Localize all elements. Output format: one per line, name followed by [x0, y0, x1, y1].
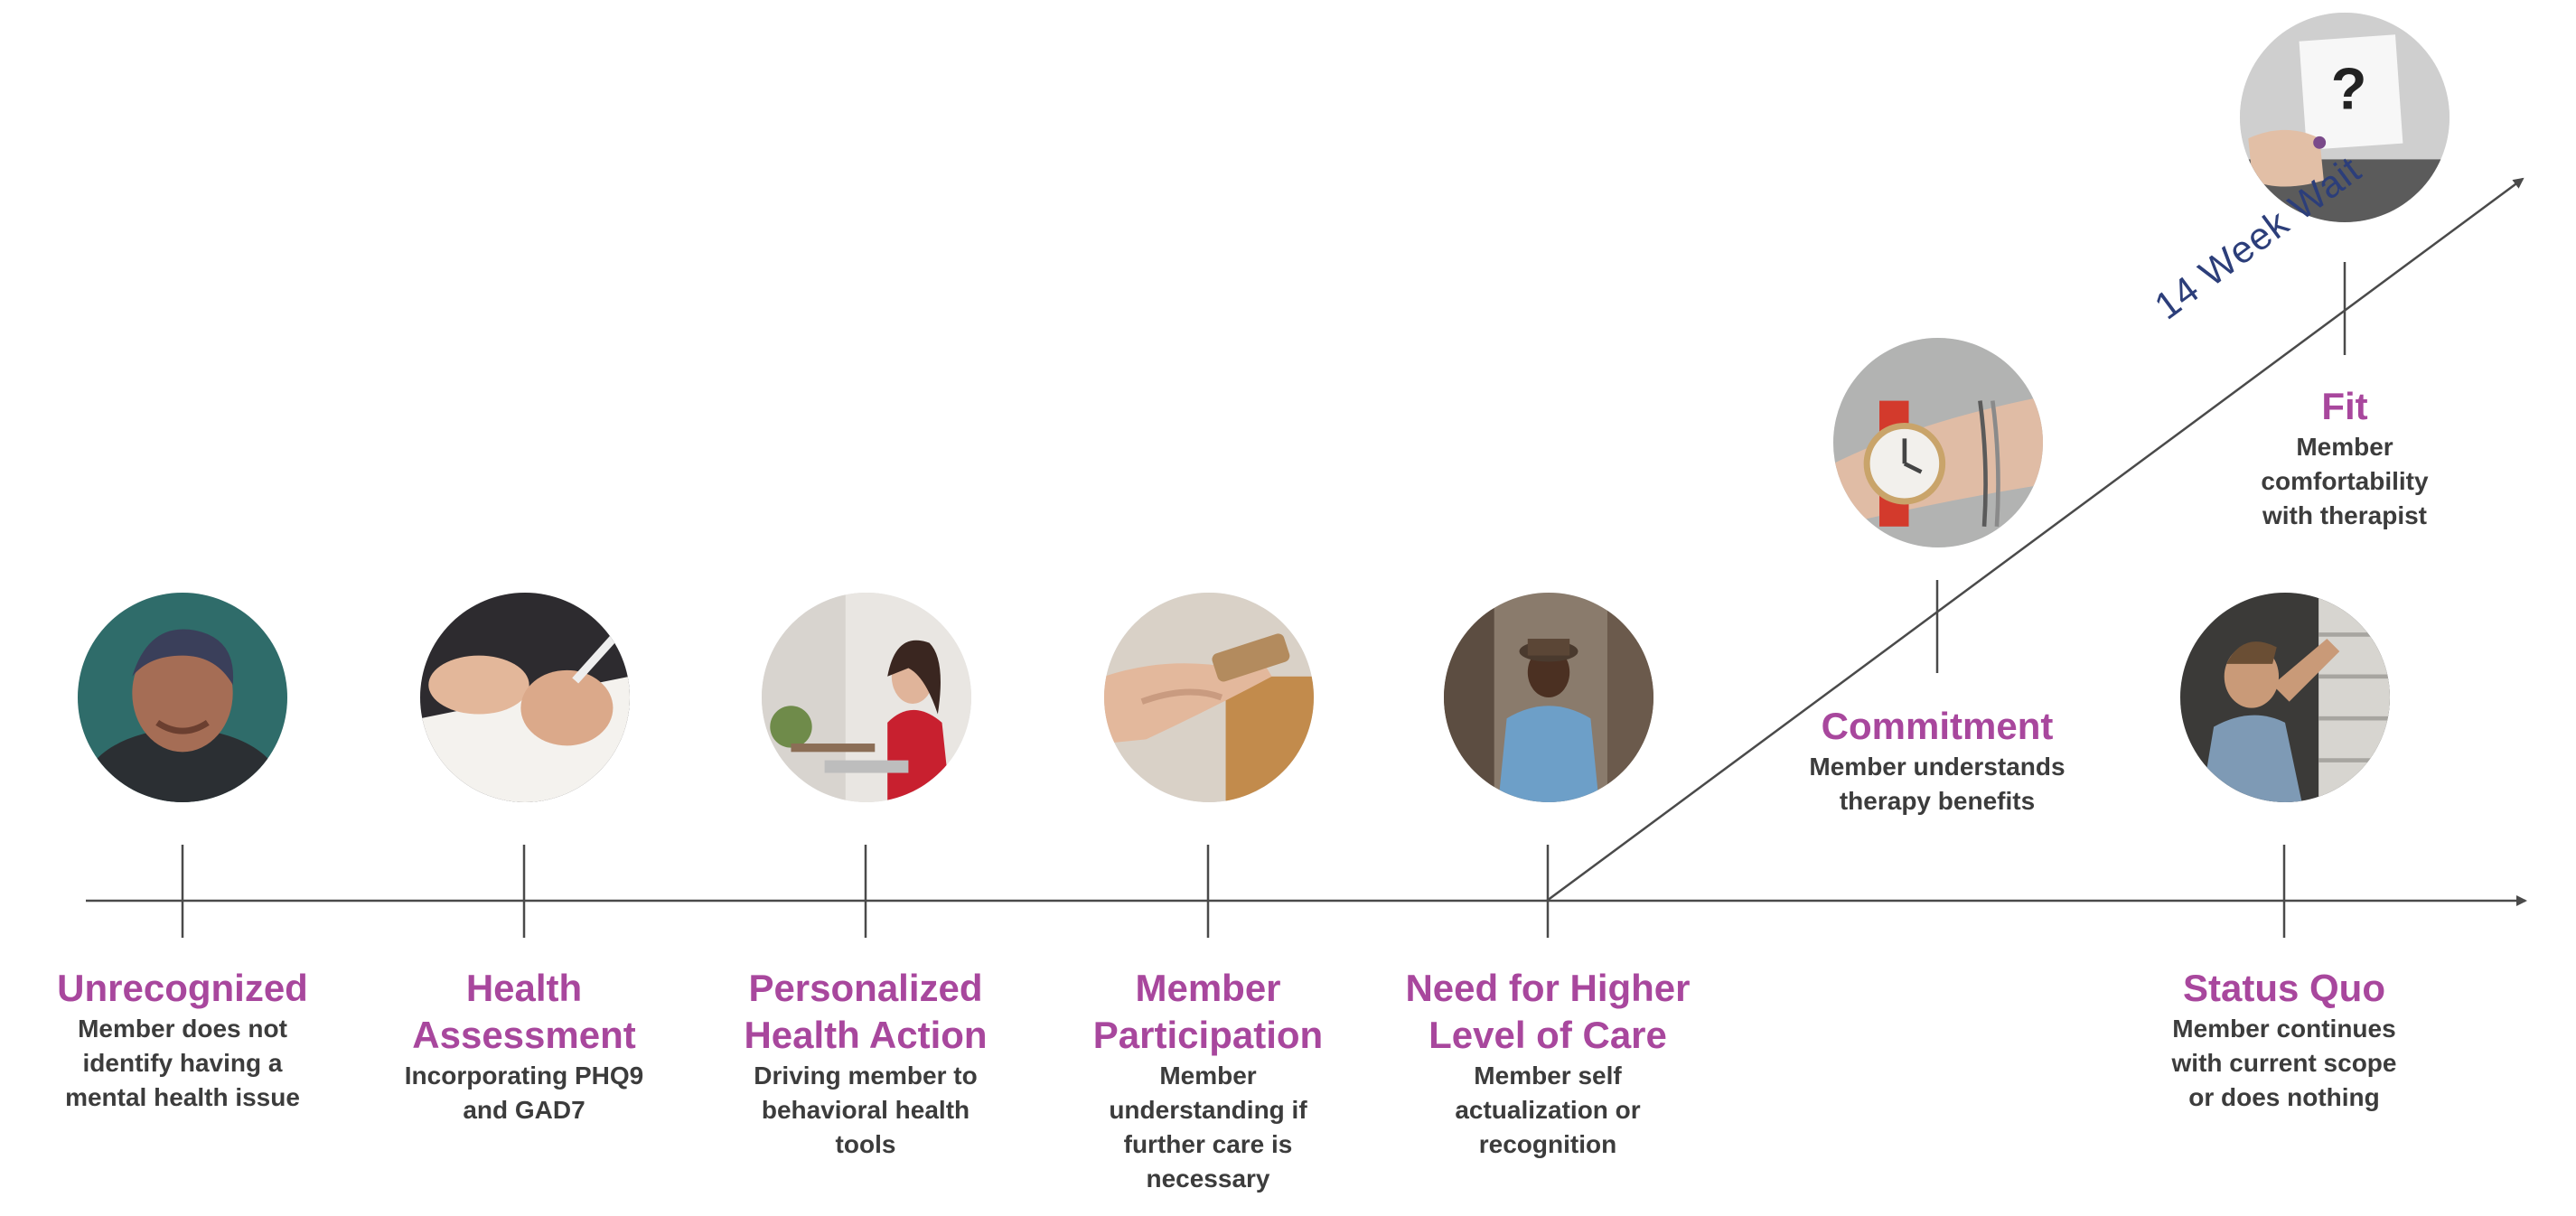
stage-title: Commitment [1821, 705, 2054, 747]
woman-at-laptop-photo [762, 593, 971, 802]
stage-commitment: Commitment Member understands therapy be… [1766, 703, 2109, 818]
stage-title: Need for Higher Level of Care [1405, 967, 1691, 1056]
stage-higher-level-of-care: Need for Higher Level of Care Member sel… [1376, 965, 1719, 1162]
phone-in-hand-photo [1104, 593, 1314, 802]
stage-title: Unrecognized [57, 967, 308, 1009]
branch-timeline-arrow [1546, 177, 2524, 903]
stage-description: Driving member to behavioral health tool… [754, 1062, 978, 1158]
stage-member-participation: Member Participation Member understandin… [1036, 965, 1380, 1196]
svg-text:?: ? [2331, 56, 2367, 122]
stage-personalized-health-action: Personalized Health Action Driving membe… [694, 965, 1037, 1162]
stage-title: Personalized Health Action [744, 967, 988, 1056]
stage-title: Status Quo [2182, 967, 2385, 1009]
man-sitting-photo [1444, 593, 1653, 802]
stage-unrecognized: Unrecognized Member does not identify ha… [11, 965, 354, 1115]
man-at-window-photo [2180, 593, 2390, 802]
writing-hand-photo [420, 593, 630, 802]
stage-title: Health Assessment [412, 967, 636, 1056]
question-card-photo: ? [2240, 13, 2450, 222]
stage-title: Member Participation [1092, 967, 1324, 1056]
stage-fit: Fit Member comfortability with therapist [2173, 383, 2516, 533]
distressed-man-photo [78, 593, 287, 802]
stage-description: Member understanding if further care is … [1109, 1062, 1307, 1193]
stage-description: Member does not identify having a mental… [65, 1015, 300, 1111]
stage-description: Member self actualization or recognition [1455, 1062, 1641, 1158]
stage-title: Fit [2321, 385, 2368, 427]
stage-status-quo: Status Quo Member continues with current… [2112, 965, 2456, 1115]
stage-health-assessment: Health Assessment Incorporating PHQ9 and… [352, 965, 696, 1127]
stage-description: Member comfortability with therapist [2261, 433, 2429, 529]
stage-description: Incorporating PHQ9 and GAD7 [404, 1062, 644, 1124]
stage-description: Member understands therapy benefits [1809, 753, 2065, 815]
stage-description: Member continues with current scope or d… [2171, 1015, 2397, 1111]
wristwatch-photo [1833, 338, 2043, 547]
